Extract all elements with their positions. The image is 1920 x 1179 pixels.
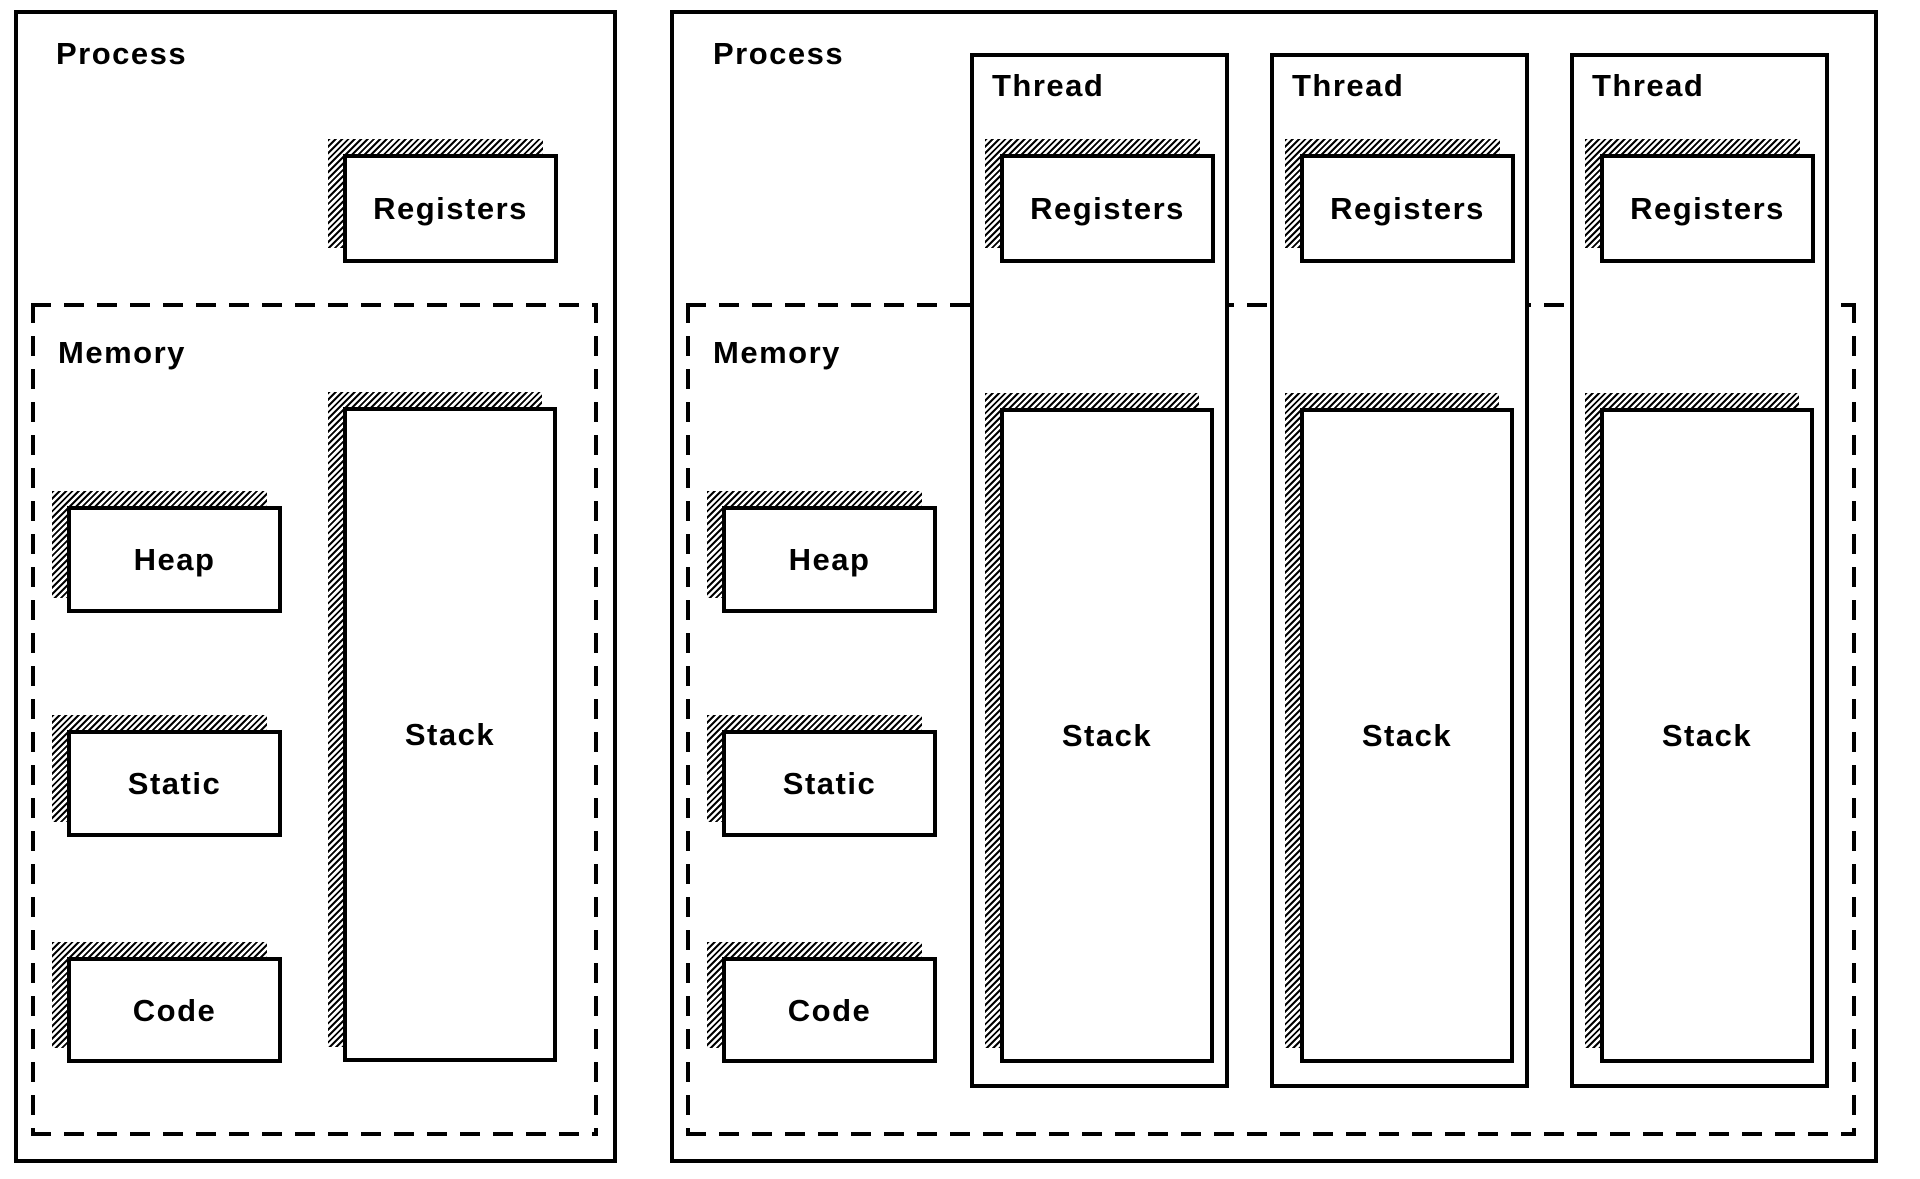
stack-box: Stack [328,392,557,1062]
registers-box: Registers [328,139,558,263]
thread-label: Thread [992,68,1105,103]
stack-box: Stack [1285,393,1514,1063]
heap-label: Heap [133,542,216,577]
process-label: Process [56,36,188,71]
registers-label: Registers [373,191,528,226]
thread-box: Thread Registers Stack [1270,53,1529,1088]
memory-region-border-right [594,303,598,1136]
code-box: Code [52,942,282,1063]
stack-box: Stack [985,393,1214,1063]
memory-label: Memory [713,335,841,370]
registers-box: Registers [985,139,1215,263]
registers-box: Registers [1585,139,1815,263]
registers-box: Registers [1285,139,1515,263]
thread-box: Thread Registers Stack [1570,53,1829,1088]
static-box: Static [52,715,282,837]
registers-label: Registers [1630,191,1785,226]
memory-region-border-bottom [31,1132,598,1136]
static-label: Static [127,766,222,801]
memory-label: Memory [58,335,186,370]
code-box: Code [707,942,937,1063]
registers-label: Registers [1330,191,1485,226]
thread-box: Thread Registers Stack [970,53,1229,1088]
memory-region-border-bottom [686,1132,1856,1136]
memory-region-border-left [31,303,35,1136]
heap-box: Heap [52,491,282,613]
registers-label: Registers [1030,191,1185,226]
process-label: Process [713,36,845,71]
memory-region-border-left [686,303,690,1136]
stack-label: Stack [1061,718,1153,753]
heap-label: Heap [788,542,871,577]
stack-box: Stack [1585,393,1814,1063]
multi-thread-process-panel [670,10,1878,1163]
thread-label: Thread [1292,68,1405,103]
static-label: Static [782,766,877,801]
memory-region-border-top [31,303,598,307]
code-label: Code [787,992,872,1028]
stack-label: Stack [1361,718,1453,753]
thread-label: Thread [1592,68,1705,103]
stack-label: Stack [404,717,496,752]
single-thread-process-panel [14,10,617,1163]
static-box: Static [707,715,937,837]
heap-box: Heap [707,491,937,613]
stack-label: Stack [1661,718,1753,753]
code-label: Code [132,992,217,1028]
memory-region-border-right [1852,303,1856,1136]
